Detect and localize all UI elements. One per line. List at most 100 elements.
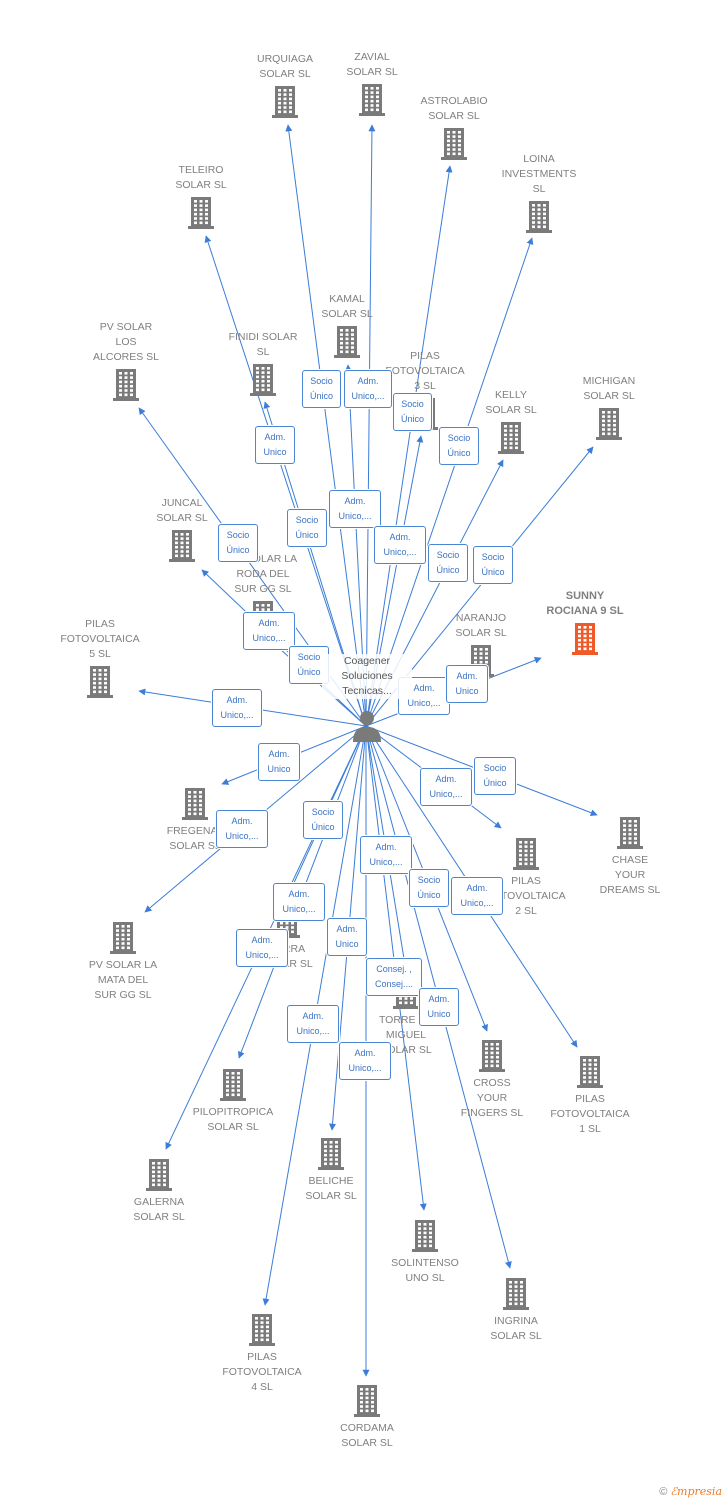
- company-chase[interactable]: CHASE YOUR DREAMS SL: [575, 815, 685, 898]
- company-urquiaga[interactable]: URQUIAGA SOLAR SL: [230, 52, 340, 120]
- edge-role-label[interactable]: Adm. Unico,...: [287, 1005, 339, 1043]
- edge-role-label[interactable]: Consej. , Consej....: [366, 958, 422, 996]
- company-astrolabio[interactable]: ASTROLABIO SOLAR SL: [399, 94, 509, 162]
- company-name: INGRINA SOLAR SL: [490, 1315, 542, 1342]
- company-beliche[interactable]: BELICHE SOLAR SL: [276, 1136, 386, 1204]
- edge-role-label[interactable]: Socio Único: [474, 757, 516, 795]
- company-teleiro[interactable]: TELEIRO SOLAR SL: [146, 163, 256, 231]
- company-name: ASTROLABIO SOLAR SL: [420, 95, 488, 122]
- company-name: FREGENAL SOLAR SL: [166, 825, 224, 852]
- company-fregenal[interactable]: FREGENAL SOLAR SL: [140, 786, 250, 854]
- company-name: MICHIGAN SOLAR SL: [582, 375, 636, 402]
- company-pvsolar-mata[interactable]: PV SOLAR LA MATA DEL SUR GG SL: [68, 920, 178, 1003]
- building-icon: [354, 1385, 380, 1417]
- edge-role-label[interactable]: Adm. Unico,...: [344, 370, 392, 408]
- edge-role-label[interactable]: Socio Único: [409, 869, 449, 907]
- company-name: PILAS FOTOVOLTAICA 4 SL: [222, 1351, 302, 1393]
- building-icon: [617, 817, 643, 849]
- building-icon: [513, 838, 539, 870]
- edge-role-label[interactable]: Adm. Unico,...: [451, 877, 503, 915]
- edge-role-label[interactable]: Socio Único: [428, 544, 468, 582]
- company-sunny[interactable]: SUNNY ROCIANA 9 SL: [530, 589, 640, 657]
- building-icon: [503, 1278, 529, 1310]
- edge-role-label[interactable]: Socio Único: [218, 524, 258, 562]
- company-pilas1[interactable]: PILAS FOTOVOLTAICA 1 SL: [535, 1054, 645, 1137]
- company-galerna[interactable]: GALERNA SOLAR SL: [104, 1157, 214, 1225]
- building-icon: [272, 86, 298, 118]
- edge-role-label[interactable]: Adm. Unico,...: [374, 526, 426, 564]
- edge-role-label[interactable]: Adm. Unico: [419, 988, 459, 1026]
- company-pilas5[interactable]: PILAS FOTOVOLTAICA 5 SL: [45, 617, 155, 700]
- company-name: TELEIRO SOLAR SL: [175, 164, 227, 191]
- person-icon[interactable]: [349, 708, 385, 744]
- edge-loina: [365, 237, 534, 727]
- edge-role-label[interactable]: Adm. Unico,...: [243, 612, 295, 650]
- company-name: CHASE YOUR DREAMS SL: [599, 854, 661, 896]
- company-solintenso[interactable]: SOLINTENSO UNO SL: [370, 1218, 480, 1286]
- company-kamal[interactable]: KAMAL SOLAR SL: [292, 292, 402, 360]
- company-pilas2[interactable]: PILAS FOTOVOLTAICA 2 SL: [471, 836, 581, 919]
- edge-role-label[interactable]: Adm. Unico,...: [360, 836, 412, 874]
- building-icon: [526, 201, 552, 233]
- edge-role-label[interactable]: Socio Único: [473, 546, 513, 584]
- edge-role-label[interactable]: Adm. Unico: [258, 743, 300, 781]
- company-name: PV SOLAR LA MATA DEL SUR GG SL: [88, 959, 158, 1001]
- edge-role-label[interactable]: Socio Único: [287, 509, 327, 547]
- company-cordama[interactable]: CORDAMA SOLAR SL: [312, 1383, 422, 1451]
- building-icon: [441, 128, 467, 160]
- edge-role-label[interactable]: Socio Único: [302, 370, 341, 408]
- building-icon: [220, 1069, 246, 1101]
- edge-role-label[interactable]: Adm. Unico,...: [236, 929, 288, 967]
- company-name: PV SOLAR LOS ALCORES SL: [93, 321, 159, 363]
- company-finidi[interactable]: FINIDI SOLAR SL: [208, 330, 318, 398]
- edge-role-label[interactable]: Adm. Unico,...: [329, 490, 381, 528]
- company-naranjo[interactable]: NARANJO SOLAR SL: [426, 611, 536, 679]
- edge-urquiaga: [285, 124, 367, 727]
- edge-teleiro: [204, 235, 367, 727]
- company-name: ZAVIAL SOLAR SL: [346, 51, 398, 78]
- building-icon: [479, 1040, 505, 1072]
- company-name: BELICHE SOLAR SL: [305, 1175, 357, 1202]
- company-name: FINIDI SOLAR SL: [228, 331, 298, 358]
- company-zavial[interactable]: ZAVIAL SOLAR SL: [317, 50, 427, 118]
- edge-role-label[interactable]: Adm. Unico,...: [273, 883, 325, 921]
- building-icon: [249, 1314, 275, 1346]
- building-icon: [498, 422, 524, 454]
- edge-role-label[interactable]: Socio Único: [289, 646, 329, 684]
- building-icon: [113, 369, 139, 401]
- building-icon: [250, 364, 276, 396]
- edge-role-label[interactable]: Adm. Unico,...: [212, 689, 262, 727]
- edge-role-label[interactable]: Adm. Unico: [255, 426, 295, 464]
- building-icon: [188, 197, 214, 229]
- edge-role-label[interactable]: Adm. Unico,...: [420, 768, 472, 806]
- company-name: PILAS FOTOVOLTAICA 3 SL: [385, 350, 465, 392]
- edge-role-label[interactable]: Socio Único: [303, 801, 343, 839]
- company-cross[interactable]: CROSS YOUR FINGERS SL: [437, 1038, 547, 1121]
- edge-role-label[interactable]: Adm. Unico,...: [339, 1042, 391, 1080]
- edge-role-label[interactable]: Adm. Unico,...: [216, 810, 268, 848]
- company-name: CROSS YOUR FINGERS SL: [460, 1077, 524, 1119]
- company-pvsolar-alcores[interactable]: PV SOLAR LOS ALCORES SL: [71, 320, 181, 403]
- company-ingrina[interactable]: INGRINA SOLAR SL: [461, 1276, 571, 1344]
- company-pilopitropica[interactable]: PILOPITROPICA SOLAR SL: [178, 1067, 288, 1135]
- building-icon: [412, 1220, 438, 1252]
- company-loina[interactable]: LOINA INVESTMENTS SL: [484, 152, 594, 235]
- edge-zavial: [365, 124, 376, 727]
- person-name[interactable]: Coagener Soluciones Tecnicas...: [322, 654, 412, 699]
- edge-role-label[interactable]: Adm. Unico: [446, 665, 488, 703]
- building-icon: [359, 84, 385, 116]
- footer-brand: © ℰmpresia: [659, 1485, 722, 1498]
- edge-role-label[interactable]: Adm. Unico: [327, 918, 367, 956]
- company-michigan[interactable]: MICHIGAN SOLAR SL: [554, 374, 664, 442]
- company-name: KELLY SOLAR SL: [485, 389, 537, 416]
- company-name: PILAS FOTOVOLTAICA 1 SL: [550, 1093, 630, 1135]
- edge-role-label[interactable]: Socio Único: [393, 393, 432, 431]
- building-icon: [146, 1159, 172, 1191]
- building-icon: [572, 623, 598, 655]
- company-kelly[interactable]: KELLY SOLAR SL: [456, 388, 566, 456]
- company-name: GALERNA SOLAR SL: [133, 1196, 185, 1223]
- company-juncal[interactable]: JUNCAL SOLAR SL: [127, 496, 237, 564]
- company-pilas4[interactable]: PILAS FOTOVOLTAICA 4 SL: [207, 1312, 317, 1395]
- building-icon: [110, 922, 136, 954]
- edge-role-label[interactable]: Socio Único: [439, 427, 479, 465]
